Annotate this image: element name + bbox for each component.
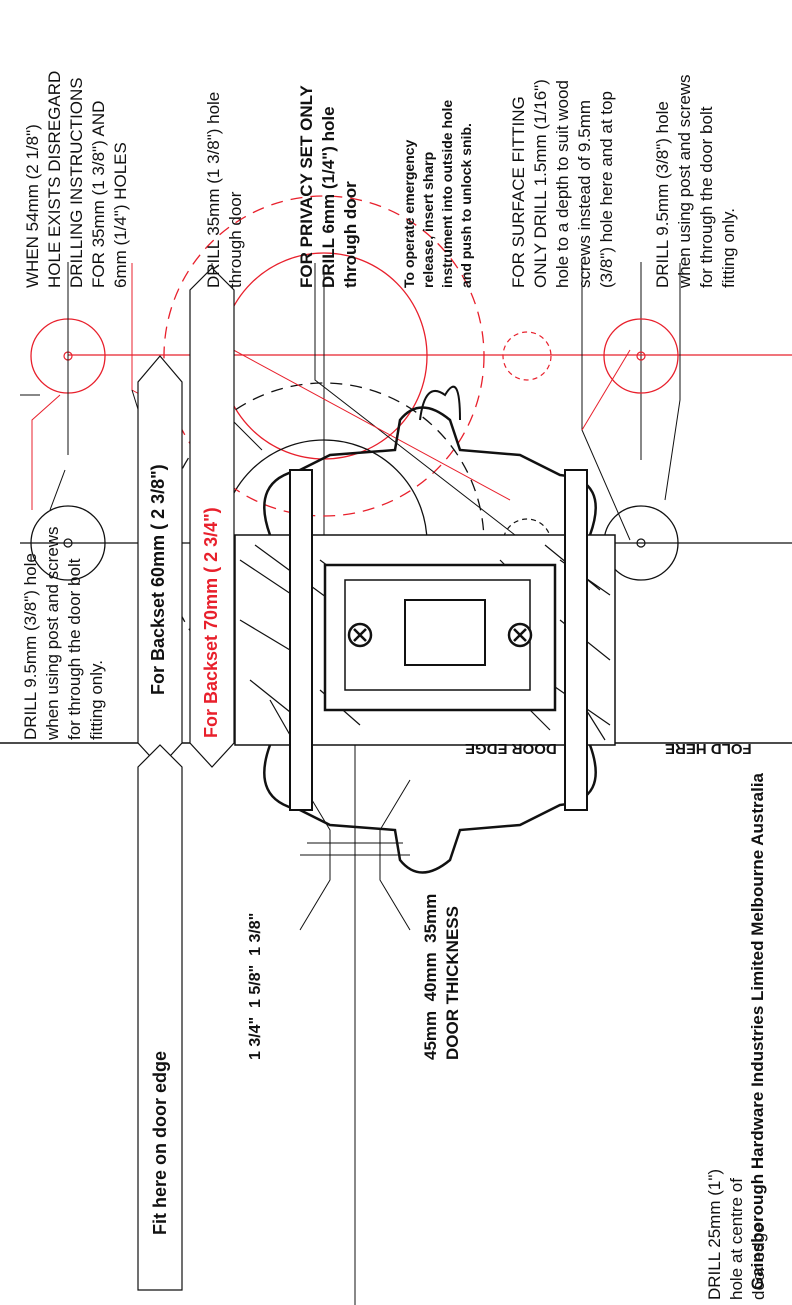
label-backset-60: For Backset 60mm ( 2 3/8") — [148, 464, 168, 695]
footer-company: Gainsborough Hardware Industries Limited… — [748, 772, 767, 1290]
label-door-thickness: 45mm 40mm 35mm DOOR THICKNESS — [421, 893, 462, 1060]
leader-privacy — [314, 263, 516, 536]
hole-6-red-dashed — [502, 331, 552, 381]
leader-95-left — [31, 394, 61, 510]
label-fold-here: FOLD HERE — [665, 740, 752, 757]
leader-95-left-black — [49, 469, 66, 511]
note-privacy: FOR PRIVACY SET ONLY DRILL 6mm (1/4") ho… — [297, 85, 360, 288]
note-surface: FOR SURFACE FITTING ONLY DRILL 1.5mm (1/… — [509, 79, 616, 288]
hole-95-black-top-center — [63, 538, 73, 548]
hole-54-red-dashed — [163, 195, 485, 517]
note-54mm: WHEN 54mm (2 1/8") HOLE EXISTS DISREGARD… — [23, 70, 130, 288]
label-fit-here: Fit here on door edge — [150, 1050, 170, 1235]
note-drill-35: DRILL 35mm (1 3/8") hole through door — [204, 91, 245, 288]
hole-95-black-bottom-center — [636, 538, 646, 548]
leader-95-right — [664, 263, 681, 501]
leader-surface — [581, 263, 631, 541]
label-thickness-fractions: 1 3/4" 1 5/8" 1 3/8" — [247, 912, 264, 1060]
note-drill-95-right: DRILL 9.5mm (3/8") hole when using post … — [653, 74, 738, 288]
note-drill-95-left: DRILL 9.5mm (3/8") hole when using post … — [21, 526, 106, 740]
backset-70-bar — [189, 267, 235, 768]
hole-95-red-bottom-center — [636, 351, 646, 361]
hole-95-black-top — [30, 505, 106, 581]
note-emergency: To operate emergency release, insert sha… — [401, 99, 474, 288]
leader-privacy-red — [214, 339, 511, 501]
lock-body-illustration — [234, 385, 616, 874]
leader-surface-red — [581, 349, 631, 431]
hole-95-red-bottom — [603, 318, 679, 394]
fit-here-box — [137, 744, 183, 1291]
label-door-edge: DOOR EDGE — [465, 740, 557, 757]
label-backset-70: For Backset 70mm ( 2 3/4") — [201, 507, 221, 738]
